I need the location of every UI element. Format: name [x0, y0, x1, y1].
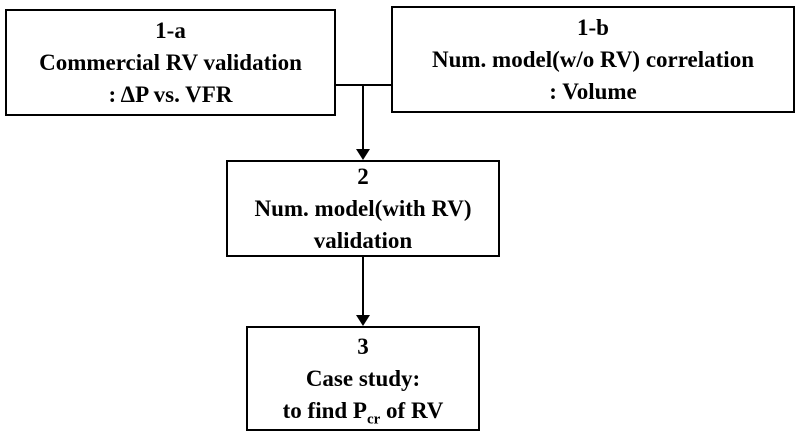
box-num-model-wo-rv-correlation: 1-b Num. model(w/o RV) correlation : Vol…	[391, 6, 795, 113]
arrow-junction-to-box2-line	[362, 85, 364, 150]
pcr-prefix: to find P	[282, 397, 367, 423]
box-1b-line1: Num. model(w/o RV) correlation	[432, 46, 754, 72]
box-2-line1: Num. model(with RV)	[254, 195, 472, 221]
arrow-box2-to-box3-head	[356, 315, 370, 326]
box-1b-line2: : Volume	[549, 78, 637, 104]
arrow-box2-to-box3-line	[362, 257, 364, 316]
box-commercial-rv-validation: 1-a Commercial RV validation : ΔP vs. VF…	[5, 9, 336, 116]
pcr-subscript: cr	[366, 411, 381, 428]
box-2-id: 2	[357, 163, 369, 189]
box-num-model-with-rv-validation: 2 Num. model(with RV) validation	[226, 160, 500, 257]
box-case-study: 3 Case study: to find Pcr of RV	[246, 326, 480, 431]
box-1a-id: 1-a	[155, 17, 186, 43]
pcr-suffix: of RV	[380, 397, 444, 423]
arrow-junction-to-box2-head	[356, 149, 370, 160]
box-3-line2: to find Pcr of RV	[283, 395, 444, 427]
box-1a-line1: Commercial RV validation	[39, 49, 302, 75]
box-3-line1: Case study:	[305, 365, 421, 391]
box-1a-line2: : ΔP vs. VFR	[108, 81, 233, 107]
box-3-id: 3	[357, 333, 369, 359]
box-2-line2: validation	[313, 227, 413, 253]
box-1b-id: 1-b	[577, 14, 609, 40]
